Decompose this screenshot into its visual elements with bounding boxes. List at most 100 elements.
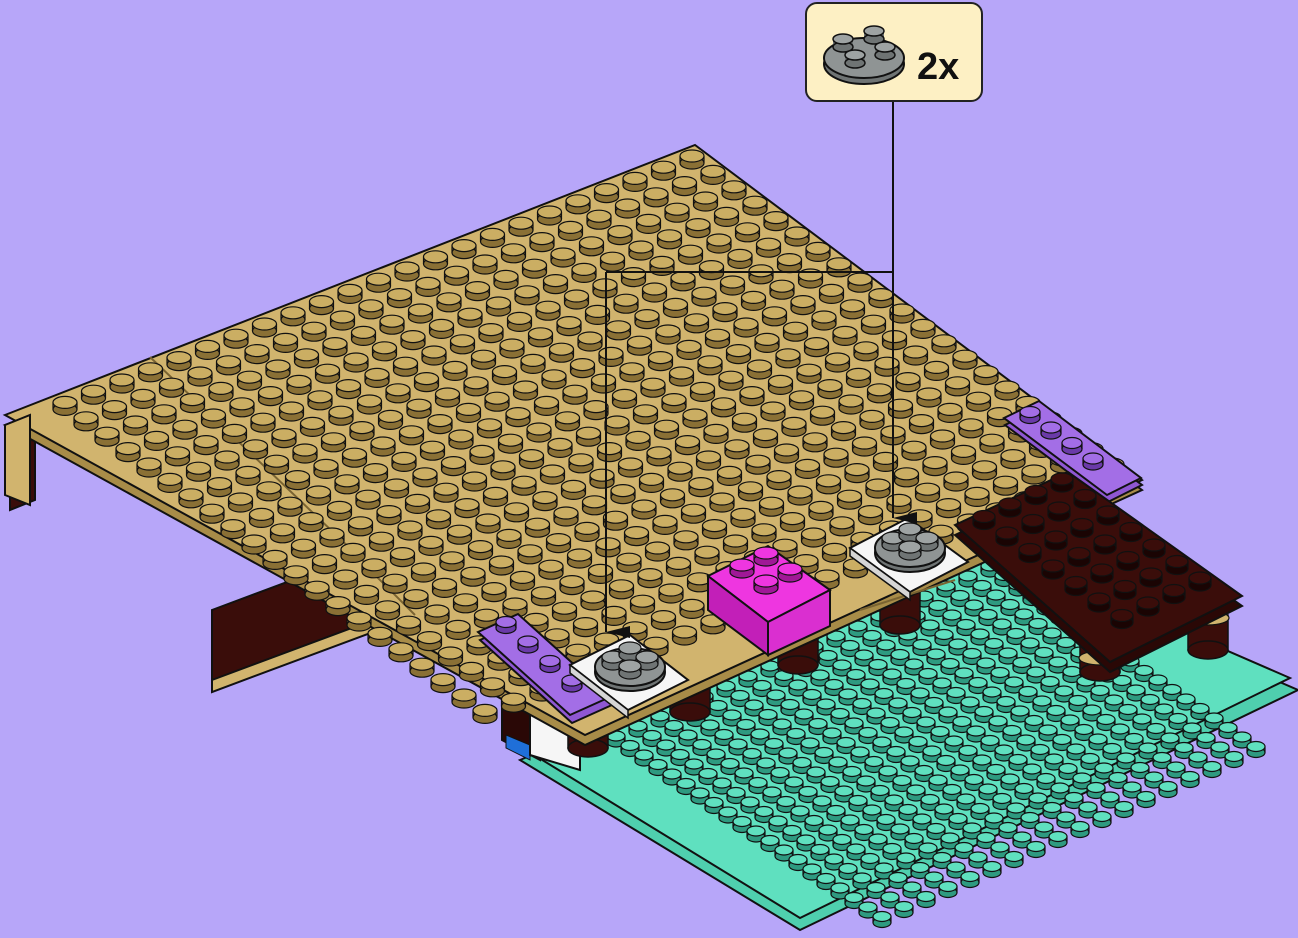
stud xyxy=(853,437,877,456)
stud xyxy=(499,434,523,453)
stud xyxy=(455,499,479,518)
stud xyxy=(322,433,346,452)
stud xyxy=(742,291,766,310)
stud xyxy=(553,602,577,621)
stud xyxy=(910,415,934,434)
stud xyxy=(391,548,415,567)
stud xyxy=(281,307,305,326)
stud xyxy=(476,514,500,533)
stud xyxy=(386,384,410,403)
stud xyxy=(539,560,563,579)
stud xyxy=(695,546,719,565)
stud xyxy=(158,473,182,492)
stud xyxy=(839,395,863,414)
stud xyxy=(505,503,529,522)
stud xyxy=(229,493,253,512)
stud xyxy=(244,440,268,459)
stud xyxy=(329,406,353,425)
stud xyxy=(368,627,392,646)
stud xyxy=(484,487,508,506)
stud xyxy=(518,636,538,653)
stud xyxy=(778,254,802,273)
stud xyxy=(167,352,191,371)
stud xyxy=(301,417,325,436)
stud xyxy=(752,524,776,543)
stud xyxy=(365,368,389,387)
stud xyxy=(721,276,745,295)
stud xyxy=(682,504,706,523)
stud xyxy=(652,611,676,630)
stud xyxy=(482,583,506,602)
stud xyxy=(1111,610,1133,629)
stud xyxy=(671,272,695,291)
stud xyxy=(739,482,763,501)
stud xyxy=(440,552,464,571)
stud xyxy=(515,286,539,305)
stud xyxy=(1088,593,1110,612)
stud xyxy=(446,620,470,639)
stud xyxy=(595,184,619,203)
stud xyxy=(661,489,685,508)
stud xyxy=(433,578,457,597)
stud xyxy=(95,427,119,446)
stud xyxy=(999,498,1021,517)
stud xyxy=(691,382,715,401)
stud xyxy=(1117,552,1139,571)
stud xyxy=(847,368,871,387)
stud xyxy=(763,307,787,326)
stud xyxy=(181,394,205,413)
stud xyxy=(859,506,883,525)
stud xyxy=(713,303,737,322)
stud xyxy=(439,647,463,666)
stud xyxy=(1091,564,1113,583)
stud xyxy=(305,581,329,600)
stud xyxy=(349,517,373,536)
stud xyxy=(673,626,697,645)
stud xyxy=(845,464,869,483)
part-quantity-label: 2x xyxy=(917,48,959,86)
stud xyxy=(377,506,401,525)
stud xyxy=(566,195,590,214)
parts-callout-box: 2x xyxy=(805,2,983,102)
stud xyxy=(574,618,598,637)
stud xyxy=(383,574,407,593)
stud xyxy=(827,258,851,277)
stud xyxy=(689,478,713,497)
stud xyxy=(611,485,635,504)
stud xyxy=(209,382,233,401)
stud xyxy=(533,492,557,511)
stud xyxy=(754,547,778,566)
stud xyxy=(215,451,239,470)
stud xyxy=(692,287,716,306)
stud xyxy=(491,461,515,480)
stud xyxy=(497,529,521,548)
stud xyxy=(760,497,784,516)
stud xyxy=(461,567,485,586)
stud xyxy=(421,441,445,460)
stud xyxy=(647,447,671,466)
stud xyxy=(1022,465,1046,484)
stud xyxy=(868,384,892,403)
stud xyxy=(809,501,833,520)
stud xyxy=(640,473,664,492)
stud xyxy=(925,361,949,380)
stud xyxy=(335,475,359,494)
stud xyxy=(503,598,527,617)
stud xyxy=(352,326,376,345)
stud xyxy=(911,319,935,338)
stud xyxy=(245,345,269,364)
stud xyxy=(331,311,355,330)
stud xyxy=(416,277,440,296)
stud xyxy=(817,475,841,494)
stud xyxy=(694,192,718,211)
stud xyxy=(347,612,371,631)
stud xyxy=(550,343,574,362)
stud xyxy=(895,468,919,487)
stud xyxy=(571,359,595,378)
stud xyxy=(596,538,620,557)
stud xyxy=(514,381,538,400)
stud xyxy=(725,440,749,459)
stud xyxy=(784,322,808,341)
stud xyxy=(838,490,862,509)
stud xyxy=(445,266,469,285)
